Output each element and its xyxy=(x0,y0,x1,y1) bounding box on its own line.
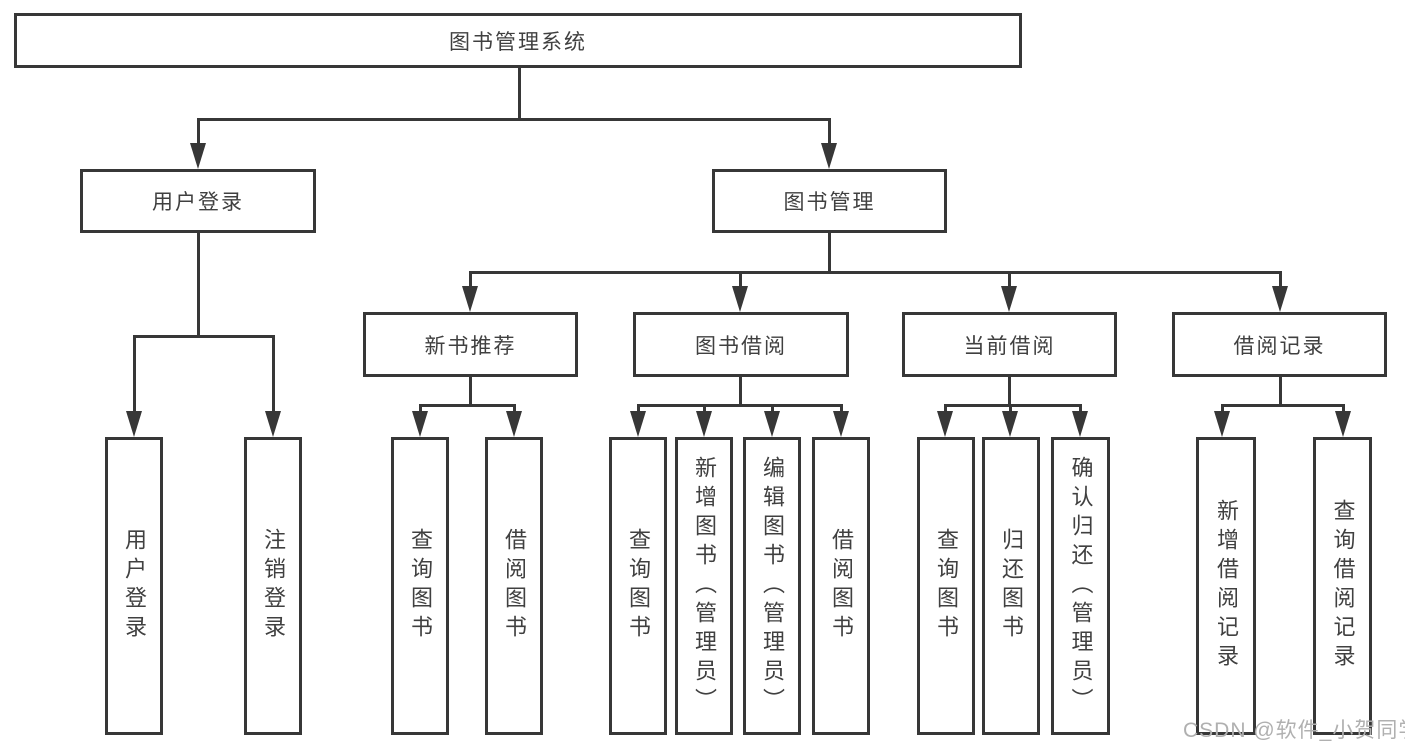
leaf-label: 查询图书 xyxy=(934,528,959,644)
arrowhead-icon xyxy=(1001,286,1017,312)
leaf-label: 归还图书 xyxy=(999,528,1024,644)
leaf-label: 确认归还（管理员） xyxy=(1068,455,1094,717)
node-label: 图书管理系统 xyxy=(449,30,587,54)
leaf-add-book-admin: 新增图书（管理员） xyxy=(675,437,733,735)
leaf-label: 借阅图书 xyxy=(829,528,854,644)
connector-line xyxy=(739,271,742,291)
leaf-label: 查询借阅记录 xyxy=(1330,499,1356,673)
leaf-label: 注销登录 xyxy=(261,528,286,644)
arrowhead-icon xyxy=(412,411,428,437)
connector-line xyxy=(197,233,200,338)
connector-line xyxy=(739,377,742,407)
node-label: 借阅记录 xyxy=(1233,334,1326,358)
leaf-confirm-return-admin: 确认归还（管理员） xyxy=(1051,437,1110,735)
leaf-borrow-books-borrowing: 借阅图书 xyxy=(812,437,870,735)
node-user-login: 用户登录 xyxy=(80,169,316,233)
arrowhead-icon xyxy=(506,411,522,437)
node-label: 图书借阅 xyxy=(695,334,787,358)
connector-line xyxy=(637,404,843,407)
connector-line xyxy=(1008,271,1011,291)
arrowhead-icon xyxy=(1272,286,1288,312)
node-library-management-system: 图书管理系统 xyxy=(14,13,1022,68)
arrowhead-icon xyxy=(696,411,712,437)
node-borrowing-records: 借阅记录 xyxy=(1172,312,1387,377)
arrowhead-icon xyxy=(732,286,748,312)
leaf-label: 查询图书 xyxy=(626,528,651,644)
connector-line xyxy=(1279,271,1282,291)
arrowhead-icon xyxy=(265,411,281,437)
arrowhead-icon xyxy=(764,411,780,437)
leaf-borrow-books-recommend: 借阅图书 xyxy=(485,437,543,735)
connector-line xyxy=(518,67,521,120)
connector-line xyxy=(1279,377,1282,407)
connector-line xyxy=(133,335,275,338)
leaf-query-borrow-record: 查询借阅记录 xyxy=(1313,437,1372,735)
connector-line xyxy=(1008,377,1011,407)
connector-line xyxy=(469,377,472,407)
arrowhead-icon xyxy=(833,411,849,437)
leaf-logout-login: 注销登录 xyxy=(244,437,302,735)
connector-line xyxy=(469,271,1282,274)
leaf-label: 新增图书（管理员） xyxy=(692,455,717,717)
node-label: 新书推荐 xyxy=(424,334,517,358)
connector-line xyxy=(197,118,200,148)
node-new-book-recommend: 新书推荐 xyxy=(363,312,578,377)
leaf-label: 用户登录 xyxy=(122,528,147,644)
leaf-label: 借阅图书 xyxy=(502,528,527,644)
arrowhead-icon xyxy=(126,411,142,437)
connector-line xyxy=(1221,404,1345,407)
leaf-return-books: 归还图书 xyxy=(982,437,1040,735)
connector-line xyxy=(828,118,831,148)
arrowhead-icon xyxy=(1002,411,1018,437)
node-book-management: 图书管理 xyxy=(712,169,947,233)
arrowhead-icon xyxy=(821,143,837,169)
arrowhead-icon xyxy=(462,286,478,312)
arrowhead-icon xyxy=(190,143,206,169)
node-book-borrowing: 图书借阅 xyxy=(633,312,849,377)
connector-line xyxy=(419,404,516,407)
leaf-add-borrow-record: 新增借阅记录 xyxy=(1196,437,1256,735)
leaf-query-books-borrowing: 查询图书 xyxy=(609,437,667,735)
connector-line xyxy=(469,271,472,291)
connector-line xyxy=(944,404,1082,407)
arrowhead-icon xyxy=(1214,411,1230,437)
arrowhead-icon xyxy=(630,411,646,437)
leaf-label: 查询图书 xyxy=(408,528,433,644)
leaf-query-books-current: 查询图书 xyxy=(917,437,975,735)
leaf-label: 编辑图书（管理员） xyxy=(760,455,785,717)
leaf-edit-book-admin: 编辑图书（管理员） xyxy=(743,437,801,735)
arrowhead-icon xyxy=(1335,411,1351,437)
connector-line xyxy=(197,118,831,121)
csdn-watermark: CSDN @软件_小贺同学 xyxy=(1183,719,1405,742)
node-current-borrowing: 当前借阅 xyxy=(902,312,1117,377)
leaf-query-books-recommend: 查询图书 xyxy=(391,437,449,735)
node-label: 用户登录 xyxy=(152,191,244,214)
node-label: 图书管理 xyxy=(783,191,876,214)
leaf-user-login: 用户登录 xyxy=(105,437,163,735)
node-label: 当前借阅 xyxy=(963,334,1056,358)
arrowhead-icon xyxy=(937,411,953,437)
connector-line xyxy=(133,335,136,415)
connector-line xyxy=(272,335,275,415)
leaf-label: 新增借阅记录 xyxy=(1214,499,1239,673)
arrowhead-icon xyxy=(1072,411,1088,437)
connector-line xyxy=(828,233,831,274)
